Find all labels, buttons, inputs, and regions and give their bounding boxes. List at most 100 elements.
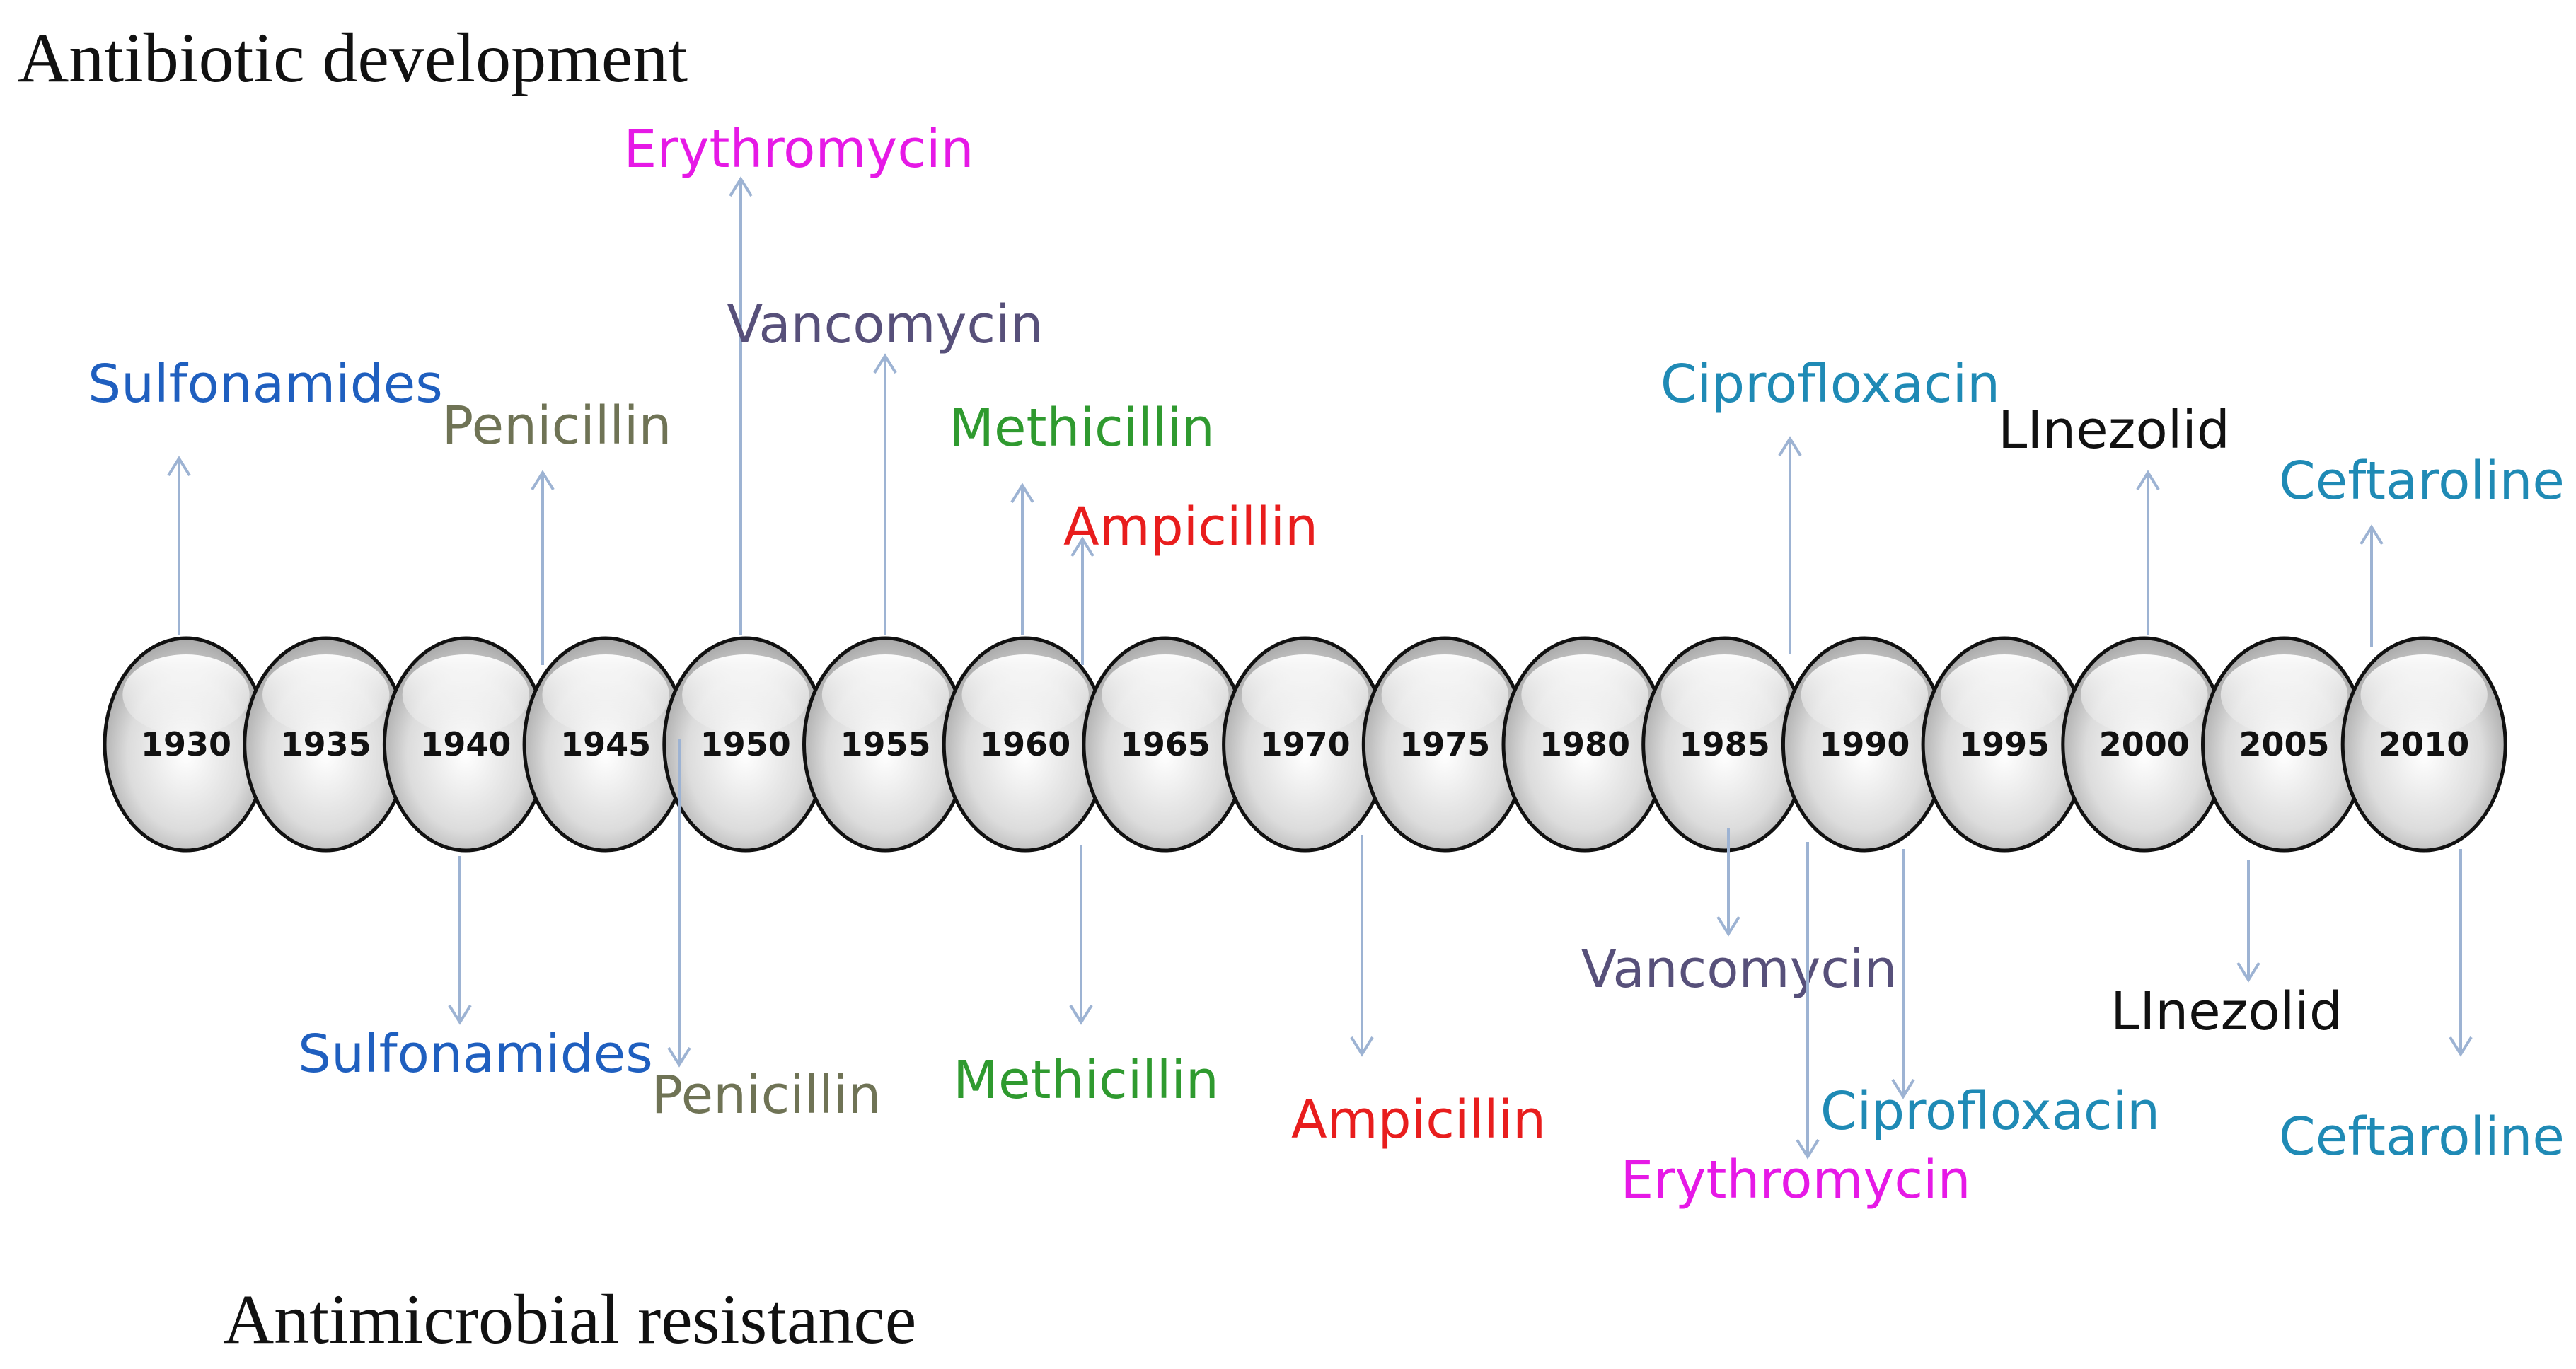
year-bubble: 1930 <box>103 636 270 853</box>
bubble-highlight <box>682 654 809 735</box>
timeline-arrow <box>729 176 753 635</box>
bubble-highlight <box>1521 654 1648 735</box>
development-event: Sulfonamides <box>88 354 443 635</box>
timeline-arrow <box>1350 835 1374 1057</box>
year-label: 1940 <box>420 725 511 763</box>
resistance-drug-label: Vancomycin <box>1581 939 1897 1000</box>
year-label: 1930 <box>141 725 231 763</box>
year-bubble: 1945 <box>522 636 689 853</box>
resistance-event: LInezolid <box>2110 860 2343 1042</box>
timeline-arrow <box>2360 524 2384 647</box>
year-bubble: 1980 <box>1501 636 1668 853</box>
year-bubble: 1935 <box>243 636 410 853</box>
year-bubble: 1960 <box>942 636 1109 853</box>
resistance-event: Erythromycin <box>1621 842 1971 1211</box>
development-drug-label: Methicillin <box>949 398 1215 458</box>
year-bubble: 2000 <box>2061 636 2228 853</box>
resistance-drug-label: Ampicillin <box>1291 1090 1546 1150</box>
timeline-arrow <box>1716 828 1740 937</box>
timeline-arrow <box>1796 842 1820 1160</box>
bubble-highlight <box>1241 654 1369 735</box>
year-label: 1955 <box>840 725 930 763</box>
bubble-highlight <box>1941 654 2068 735</box>
timeline-arrow <box>448 856 472 1025</box>
year-label: 1960 <box>980 725 1070 763</box>
development-drug-label: Sulfonamides <box>88 354 443 415</box>
development-event: Erythromycin <box>624 119 974 635</box>
year-bubble: 2010 <box>2340 636 2507 853</box>
timeline-arrow <box>667 739 691 1068</box>
development-drug-label: Penicillin <box>442 395 672 456</box>
year-label: 2010 <box>2379 725 2469 763</box>
resistance-event: Methicillin <box>953 845 1219 1111</box>
development-drug-label: Ciprofloxacin <box>1660 354 2000 415</box>
year-label: 2000 <box>2099 725 2190 763</box>
development-event: LInezolid <box>1998 400 2230 635</box>
year-bubbles: 1930 1935 1940 1945 1950 1955 1960 1965 1970 1975… <box>103 636 2507 853</box>
resistance-drug-label: Erythromycin <box>1621 1150 1971 1211</box>
year-label: 1975 <box>1399 725 1490 763</box>
bubble-highlight <box>122 654 250 735</box>
development-drug-label: Ampicillin <box>1063 497 1318 558</box>
bubble-highlight <box>2220 654 2348 735</box>
year-bubble: 1995 <box>1921 636 2088 853</box>
timeline-arrow <box>2449 849 2473 1057</box>
year-label: 1935 <box>281 725 371 763</box>
development-drug-label: Erythromycin <box>624 119 974 180</box>
development-event: Methicillin <box>949 398 1215 635</box>
bubble-highlight <box>1801 654 1929 735</box>
development-event: Penicillin <box>442 395 672 665</box>
resistance-drug-label: Sulfonamides <box>298 1024 653 1085</box>
development-drug-label: Ceftaroline <box>2279 451 2565 512</box>
resistance-drug-label: Ceftaroline <box>2279 1107 2565 1167</box>
development-drug-label: LInezolid <box>1998 400 2230 461</box>
timeline-arrow <box>2236 860 2260 983</box>
year-label: 2005 <box>2239 725 2329 763</box>
development-heading: Antibiotic development <box>18 18 688 97</box>
timeline-arrow <box>531 470 555 665</box>
timeline-arrow <box>1778 436 1802 654</box>
resistance-drug-label: Ciprofloxacin <box>1820 1081 2160 1142</box>
timeline-arrow <box>1070 536 1094 665</box>
resistance-event: Penicillin <box>652 739 882 1126</box>
year-label: 1985 <box>1680 725 1770 763</box>
resistance-event: Vancomycin <box>1581 828 1898 1000</box>
bubble-highlight <box>961 654 1089 735</box>
resistance-drug-label: LInezolid <box>2110 981 2343 1042</box>
bubble-highlight <box>1661 654 1789 735</box>
year-bubble: 1970 <box>1222 636 1389 853</box>
timeline-arrow <box>2136 470 2160 635</box>
resistance-event: Sulfonamides <box>298 856 653 1085</box>
year-label: 1980 <box>1540 725 1630 763</box>
timeline-arrow <box>1010 483 1034 635</box>
resistance-event: Ciprofloxacin <box>1820 849 2160 1142</box>
year-bubble: 1940 <box>382 636 549 853</box>
year-bubble: 1975 <box>1361 636 1528 853</box>
resistance-heading: Antimicrobial resistance <box>223 1280 917 1358</box>
year-bubble: 1985 <box>1641 636 1808 853</box>
resistance-event: Ampicillin <box>1291 835 1546 1150</box>
bubble-highlight <box>2081 654 2208 735</box>
development-event: Vancomycin <box>727 294 1044 635</box>
bubble-highlight <box>542 654 669 735</box>
bubble-highlight <box>262 654 390 735</box>
timeline-arrow <box>873 353 897 635</box>
timeline-arrow <box>1069 845 1093 1025</box>
year-bubble: 1965 <box>1082 636 1249 853</box>
year-label: 1950 <box>700 725 791 763</box>
bubble-highlight <box>821 654 949 735</box>
resistance-drug-label: Penicillin <box>652 1065 882 1126</box>
year-bubble: 1955 <box>802 636 969 853</box>
development-event: Ciprofloxacin <box>1660 354 2000 654</box>
year-bubble: 1990 <box>1781 636 1948 853</box>
year-label: 1945 <box>560 725 651 763</box>
resistance-event: Ceftaroline <box>2279 849 2565 1167</box>
year-label: 1965 <box>1120 725 1211 763</box>
year-label: 1995 <box>1959 725 2050 763</box>
bubble-highlight <box>1102 654 1229 735</box>
resistance-drug-label: Methicillin <box>953 1050 1219 1111</box>
development-event: Ampicillin <box>1063 497 1318 665</box>
